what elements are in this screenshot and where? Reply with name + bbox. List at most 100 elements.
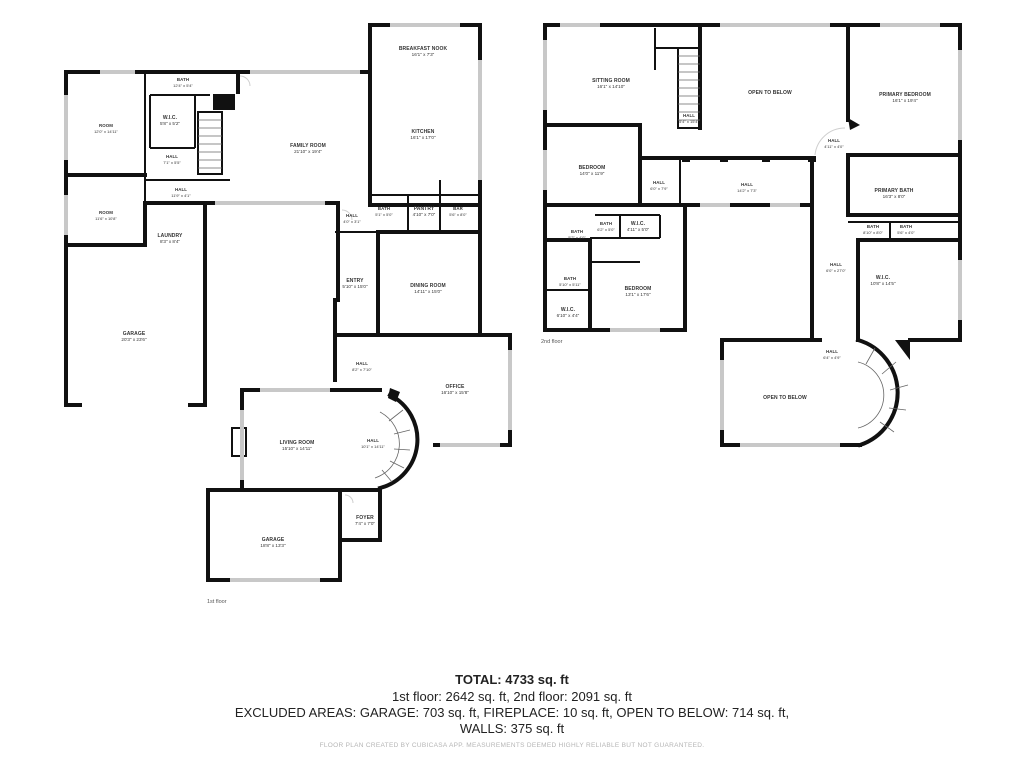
room-name: DINING ROOM [410,283,446,289]
room-dimensions: 5'8" x 5'2" [160,121,180,126]
room-name: HALL [175,187,187,192]
room-dimensions: 16'1" x 19'4" [892,98,918,103]
room-dimensions: 12'4" x 5'4" [173,83,193,88]
room-dimensions: 4'0" x 3'1" [343,219,361,224]
room-dimensions: 7'4" x 7'0" [355,521,375,526]
room-dimensions: 6'10" x 4'4" [557,313,580,318]
room-name: ENTRY [346,278,364,284]
floor-areas: 1st floor: 2642 sq. ft, 2nd floor: 2091 … [392,689,632,704]
room-name: BEDROOM [625,286,652,292]
room-name: HALL [683,113,695,118]
credit-note: FLOOR PLAN CREATED BY CUBICASA APP. MEAS… [319,742,705,749]
room-name: BAR [453,206,464,211]
room-name: BATH [867,224,879,229]
room-dimensions: 5'6" x 4'0" [897,230,915,235]
room-name: W.I.C. [631,221,646,227]
room-dimensions: 11'6" x 10'8" [95,216,117,221]
room-name: GARAGE [123,331,146,337]
room-name: HALL [166,154,178,159]
room-dimensions: 16'10" x 15'8" [441,390,469,395]
room-dimensions: 18'8" x 13'3" [260,543,286,548]
stairs-second-floor [654,28,701,129]
room-name: LAUNDRY [158,233,184,239]
room-dimensions: 4'11" x 4'0" [824,144,844,149]
room-dimensions: 5'10" x 15'0" [342,284,368,289]
room-dimensions: 14'11" x 15'0" [414,289,442,294]
room-name: BREAKFAST NOOK [399,46,448,52]
room-dimensions: 6'4" x 4'9" [823,355,841,360]
curved-stairs-first-floor [374,392,420,491]
room-dimensions: 16'1" x 14'10" [597,84,625,89]
room-name: PRIMARY BEDROOM [879,92,931,98]
room-name: W.I.C. [876,275,891,281]
room-name: FOYER [356,515,374,521]
room-dimensions: 5'4" x 15'4" [679,119,699,124]
fireplace [231,427,247,457]
room-name: HALL [653,180,665,185]
room-name: ROOM [99,210,113,215]
room-dimensions: 13'1" x 17'6" [625,292,651,297]
room-dimensions: 4'11" x 5'0" [627,227,650,232]
room-dimensions: 6'0" x 27'0" [826,268,846,273]
room-dimensions: 10'1" x 14'11" [361,444,385,449]
room-dimensions: 14'2" x 7'3" [737,188,757,193]
room-dimensions: 14'0" x 11'9" [580,171,605,176]
room-name: ROOM [99,123,113,128]
room-name: OPEN TO BELOW [763,395,807,401]
curved-stairs-second-floor [855,337,909,448]
room-dimensions: 21'10" x 19'4" [294,149,322,154]
floor-label: 1st floor [207,599,227,605]
room-name: KITCHEN [412,129,435,135]
room-dimensions: 15'10" x 14'11" [282,446,312,451]
room-name: W.I.C. [163,115,178,121]
room-dimensions: 5'10" x 5'11" [559,282,581,287]
room-dimensions: 5'1" x 5'0" [375,212,393,217]
room-dimensions: 16'1" x 7'3" [412,52,435,57]
room-dimensions: 8'2" x 7'10" [352,367,372,372]
room-name: OPEN TO BELOW [748,90,792,96]
room-dimensions: 6'0" x 7'9" [650,186,668,191]
room-name: HALL [356,361,368,366]
room-name: FAMILY ROOM [290,143,326,149]
room-name: BATH [600,221,612,226]
room-dimensions: 8'10" x 8'0" [863,230,883,235]
room-name: HALL [826,349,838,354]
stairs-first-floor [197,111,223,175]
room-name: HALL [830,262,842,267]
room-dimensions: 4'10" x 7'0" [413,212,436,217]
room-name: HALL [346,213,358,218]
room-name: BEDROOM [579,165,606,171]
room-dimensions: 10'8" x 14'5" [870,281,896,286]
room-name: OFFICE [446,384,465,390]
room-dimensions: 5'6" x 8'0" [449,212,467,217]
room-dimensions: 11'9" x 4'1" [171,193,191,198]
first-floor-plan [64,23,512,582]
room-name: BATH [900,224,912,229]
room-name: SITTING ROOM [592,78,630,84]
room-dimensions: 6'2" x 5'0" [597,227,615,232]
room-name: BATH [564,276,576,281]
room-name: HALL [367,438,379,443]
room-name: BATH [571,229,583,234]
room-name: BATH [177,77,189,82]
room-dimensions: 5'2" x 4'0" [568,235,586,240]
room-name: BATH [378,206,390,211]
room-name: PRIMARY BATH [875,188,914,194]
excluded-areas: EXCLUDED AREAS: GARAGE: 703 sq. ft, FIRE… [234,705,790,720]
room-name: W.I.C. [561,307,576,313]
room-name: PANTRY [414,206,435,212]
room-name: HALL [828,138,840,143]
room-dimensions: 7'1" x 5'5" [163,160,181,165]
floor-label: 2nd floor [541,339,563,345]
room-dimensions: 12'0" x 14'11" [94,129,118,134]
room-dimensions: 8'3" x 8'4" [160,239,180,244]
room-dimensions: 16'3" x 8'0" [883,194,906,199]
room-name: GARAGE [262,537,285,543]
walls-area: WALLS: 375 sq. ft [459,721,565,736]
room-dimensions: 16'1" x 17'0" [410,135,436,140]
room-dimensions: 20'3" x 23'6" [121,337,147,342]
second-floor-plan [543,23,962,448]
room-name: HALL [741,182,753,187]
